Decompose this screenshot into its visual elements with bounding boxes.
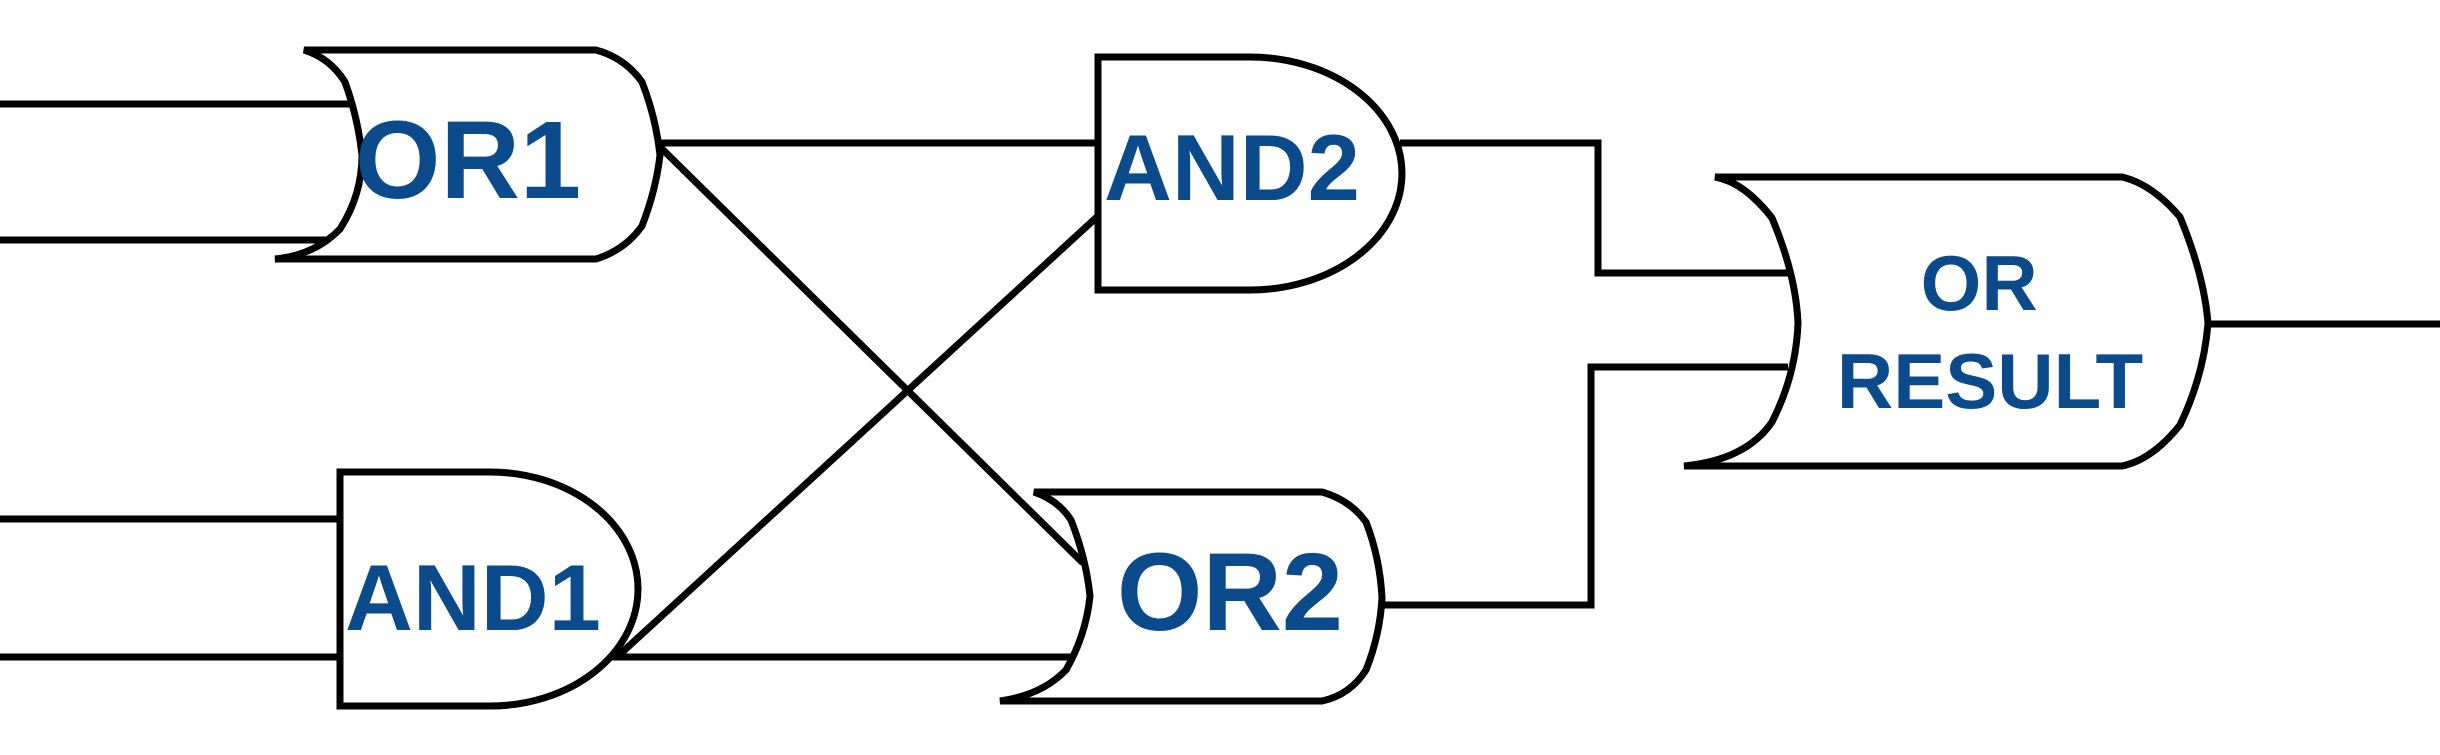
and2-label: AND2 (1104, 115, 1360, 220)
gate-or1: OR1 (274, 46, 664, 263)
or-result-gate-body (1683, 173, 2212, 470)
or-result-label-line-1: OR (1921, 239, 2038, 327)
gate-and1: AND1 (336, 468, 642, 710)
and2-gate-body (1094, 53, 1406, 294)
gate-or2: OR2 (999, 488, 1386, 705)
wire-or2-to-or-result (1382, 363, 1788, 609)
or2-label: OR2 (1117, 531, 1343, 654)
wire-and1-to-and2 (614, 213, 1101, 660)
or-result-label-line-2: RESULT (1837, 337, 2143, 425)
or1-gate-body (274, 46, 664, 263)
wire-or1-to-or2 (653, 140, 1086, 566)
gate-or-result: OR RESULT (1683, 173, 2212, 470)
or2-gate-body (999, 488, 1386, 705)
and1-label: AND1 (345, 545, 601, 650)
or-result-label: OR RESULT (1837, 239, 2143, 425)
gate-and2: AND2 (1094, 53, 1406, 294)
wire-and2-to-or-result (1400, 139, 1788, 277)
or1-label: OR1 (355, 99, 581, 222)
and1-gate-body (336, 468, 642, 710)
